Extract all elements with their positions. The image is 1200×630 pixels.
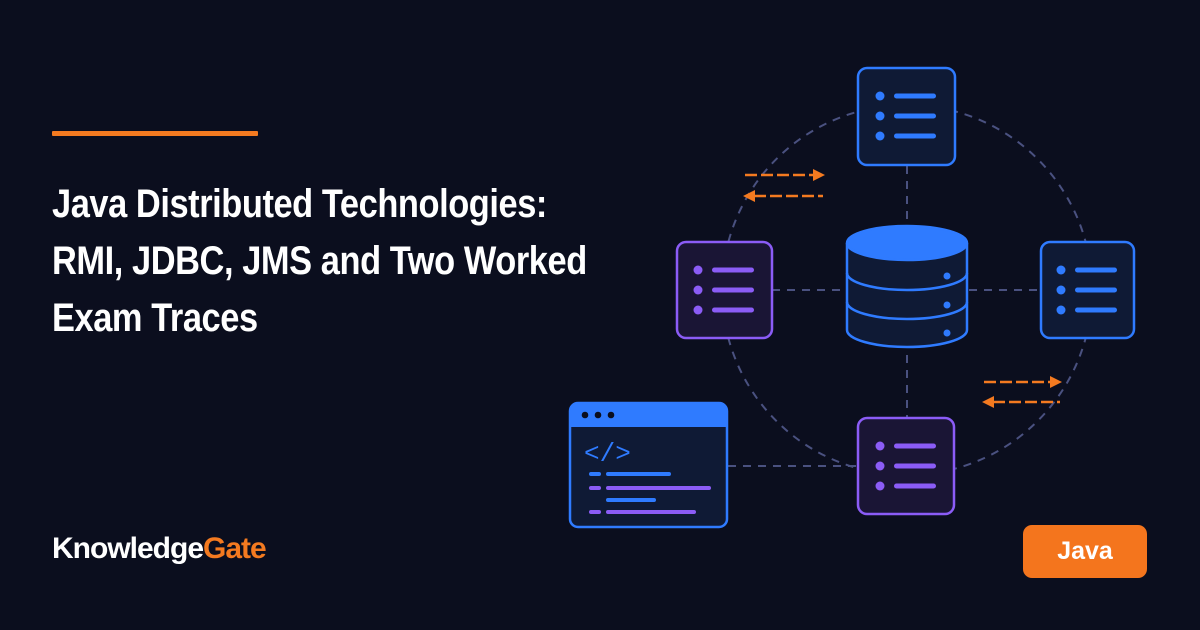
- list-icon-right: [1039, 240, 1136, 340]
- page-title: Java Distributed Technologies: RMI, JDBC…: [52, 176, 602, 347]
- title-line-3: Exam Traces: [52, 296, 258, 340]
- list-icon-top: [856, 66, 957, 167]
- list-icon-left: [675, 240, 774, 340]
- brand-part-2: Gate: [203, 532, 267, 565]
- title-line-1: Java Distributed Technologies:: [52, 182, 547, 226]
- dashed-connectors: [728, 166, 1041, 467]
- list-icon-bottom: [856, 416, 956, 516]
- bidirectional-arrows-icon-bottom: [982, 376, 1062, 408]
- java-tag-badge: Java: [1023, 525, 1147, 578]
- brand-logo: KnowledgeGate: [52, 532, 267, 566]
- database-icon: [845, 224, 969, 349]
- code-glyph: </>: [584, 439, 631, 469]
- code-window-icon: </>: [568, 401, 729, 529]
- accent-rule: [52, 131, 258, 136]
- title-line-2: RMI, JDBC, JMS and Two Worked: [52, 239, 587, 283]
- bidirectional-arrows-icon-top: [743, 169, 825, 202]
- brand-part-1: Knowledge: [52, 532, 204, 565]
